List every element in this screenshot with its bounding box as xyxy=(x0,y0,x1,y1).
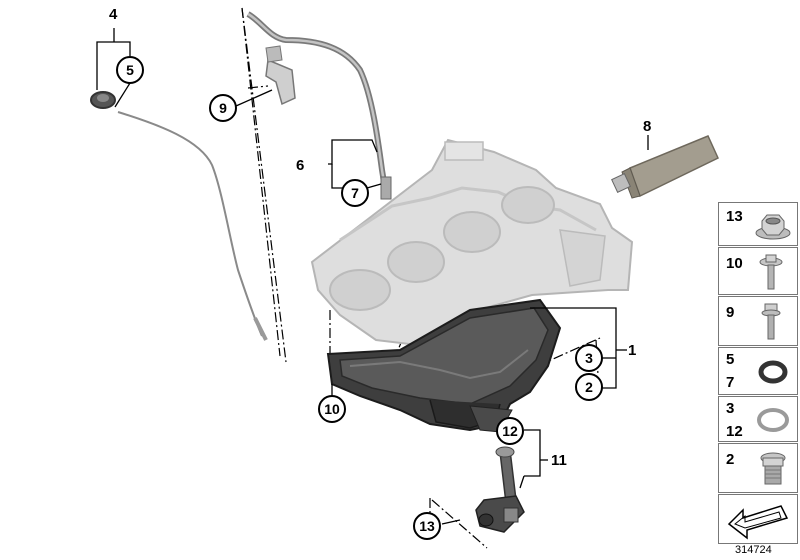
legend-number: 12 xyxy=(726,423,743,440)
legend-number: 9 xyxy=(726,304,735,321)
nut-icon xyxy=(755,214,791,240)
guide-tube xyxy=(246,11,392,200)
callout-1: 1 xyxy=(628,342,637,359)
legend-row-seal-ring: 3 12 xyxy=(718,396,798,442)
legend-number: 2 xyxy=(726,451,735,468)
callout-5-circle: 5 xyxy=(116,56,144,84)
legend-row-screw: 9 xyxy=(718,296,798,346)
callout-2-circle: 2 xyxy=(575,373,603,401)
callout-10-circle: 10 xyxy=(318,395,346,423)
drain-plug-icon xyxy=(760,452,786,485)
legend-number: 5 xyxy=(726,351,735,368)
legend-row-o-ring: 5 7 xyxy=(718,347,798,395)
engine-block xyxy=(310,138,634,347)
o-ring-icon xyxy=(758,360,788,384)
legend-number: 7 xyxy=(726,374,735,391)
callout-12-circle: 12 xyxy=(496,417,524,445)
seal-ring-icon xyxy=(757,408,789,432)
dipstick xyxy=(90,91,268,341)
legend-row-arrow xyxy=(718,494,798,544)
callout-4: 4 xyxy=(109,6,118,23)
legend-row-flange-bolt: 10 xyxy=(718,247,798,295)
oil-pan xyxy=(326,298,562,433)
flange-bolt-icon xyxy=(759,254,783,290)
callout-leaders xyxy=(96,28,649,525)
callout-7-circle: 7 xyxy=(341,179,369,207)
callout-3-circle: 3 xyxy=(575,344,603,372)
oil-level-sensor xyxy=(475,446,525,533)
sealant-tube xyxy=(611,135,719,199)
legend-number: 13 xyxy=(726,208,743,225)
legend-number: 10 xyxy=(726,255,743,272)
callout-11: 11 xyxy=(551,452,567,469)
legend-row-nut: 13 xyxy=(718,202,798,246)
callout-9-circle: 9 xyxy=(209,94,237,122)
arrow-icon xyxy=(727,505,789,540)
legend-row-drain-plug: 2 xyxy=(718,443,798,493)
callout-6: 6 xyxy=(296,157,305,174)
callout-13-circle: 13 xyxy=(413,512,441,540)
legend-number: 3 xyxy=(726,400,735,417)
screw-icon xyxy=(761,303,781,340)
diagram-id: 314724 xyxy=(735,544,772,556)
callout-8: 8 xyxy=(643,118,652,135)
